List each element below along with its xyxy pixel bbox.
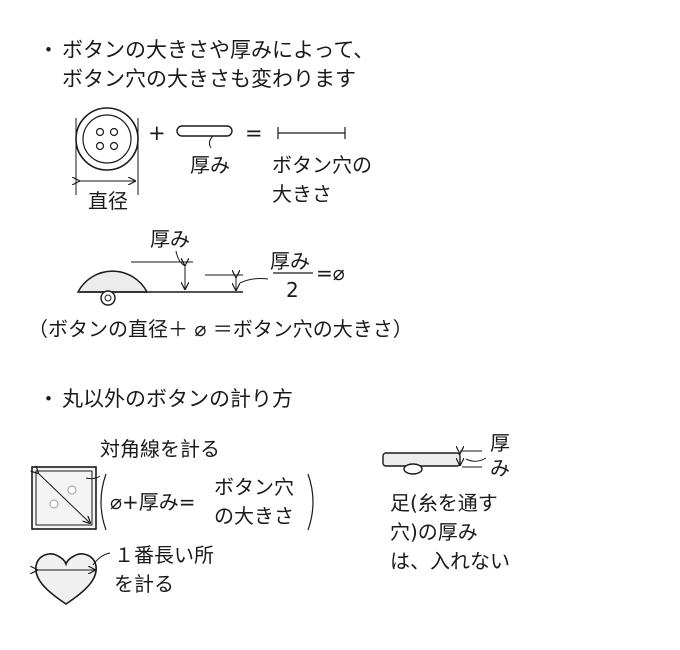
half-thickness-arrow <box>205 275 269 290</box>
buttonhole-length-icon <box>277 127 346 139</box>
shank-note-1: 足(糸を通す <box>390 491 498 515</box>
equals-sign: = <box>245 121 263 145</box>
thickness-label-2: 厚み <box>150 227 190 251</box>
heart-button-icon <box>36 552 111 605</box>
thickness-label: 厚み <box>190 153 230 177</box>
fraction-numerator: 厚み <box>270 249 310 273</box>
shank-thickness-2: み <box>490 456 510 480</box>
shank-button-icon <box>382 451 487 475</box>
plus-sign: + <box>148 121 166 145</box>
heart-caption-1: １番長い所 <box>114 543 214 567</box>
heading-line-2: ボタン穴の大きさも変わります <box>62 67 356 91</box>
shank-thickness-1: 厚 <box>490 431 510 455</box>
dome-button-icon <box>76 261 243 306</box>
diameter-label: 直径 <box>88 189 128 213</box>
square-formula-right-2: の大きさ <box>214 504 294 528</box>
hole-label-line1: ボタン穴の <box>272 153 372 177</box>
square-button-icon <box>32 467 101 530</box>
section2-title: 丸以外のボタンの計り方 <box>62 387 293 411</box>
bullet-1: ・ <box>38 38 59 62</box>
square-formula-left: ⌀+厚み= <box>110 490 196 514</box>
thickness-arrow <box>175 250 185 289</box>
fraction-denominator: 2 <box>286 278 299 302</box>
formula-paren-right <box>307 473 314 531</box>
heading-line-1: ボタンの大きさや厚みによって、 <box>62 38 375 62</box>
diagonal-caption: 対角線を計る <box>100 437 220 461</box>
button-side-icon <box>176 125 233 149</box>
shank-note-3: は、入れない <box>390 549 510 573</box>
round-button-icon <box>75 107 139 195</box>
shank-note-2: 穴)の厚み <box>390 520 478 544</box>
heart-caption-2: を計る <box>114 572 174 596</box>
formula-paren-left <box>100 473 107 531</box>
formula-text: （ボタンの直径＋ ⌀ ＝ボタン穴の大きさ） <box>28 317 413 341</box>
bullet-2: ・ <box>38 387 59 411</box>
square-formula-right-1: ボタン穴 <box>214 475 294 499</box>
hole-label-line2: 大きさ <box>272 182 332 206</box>
equals-phi: =⌀ <box>316 261 345 285</box>
